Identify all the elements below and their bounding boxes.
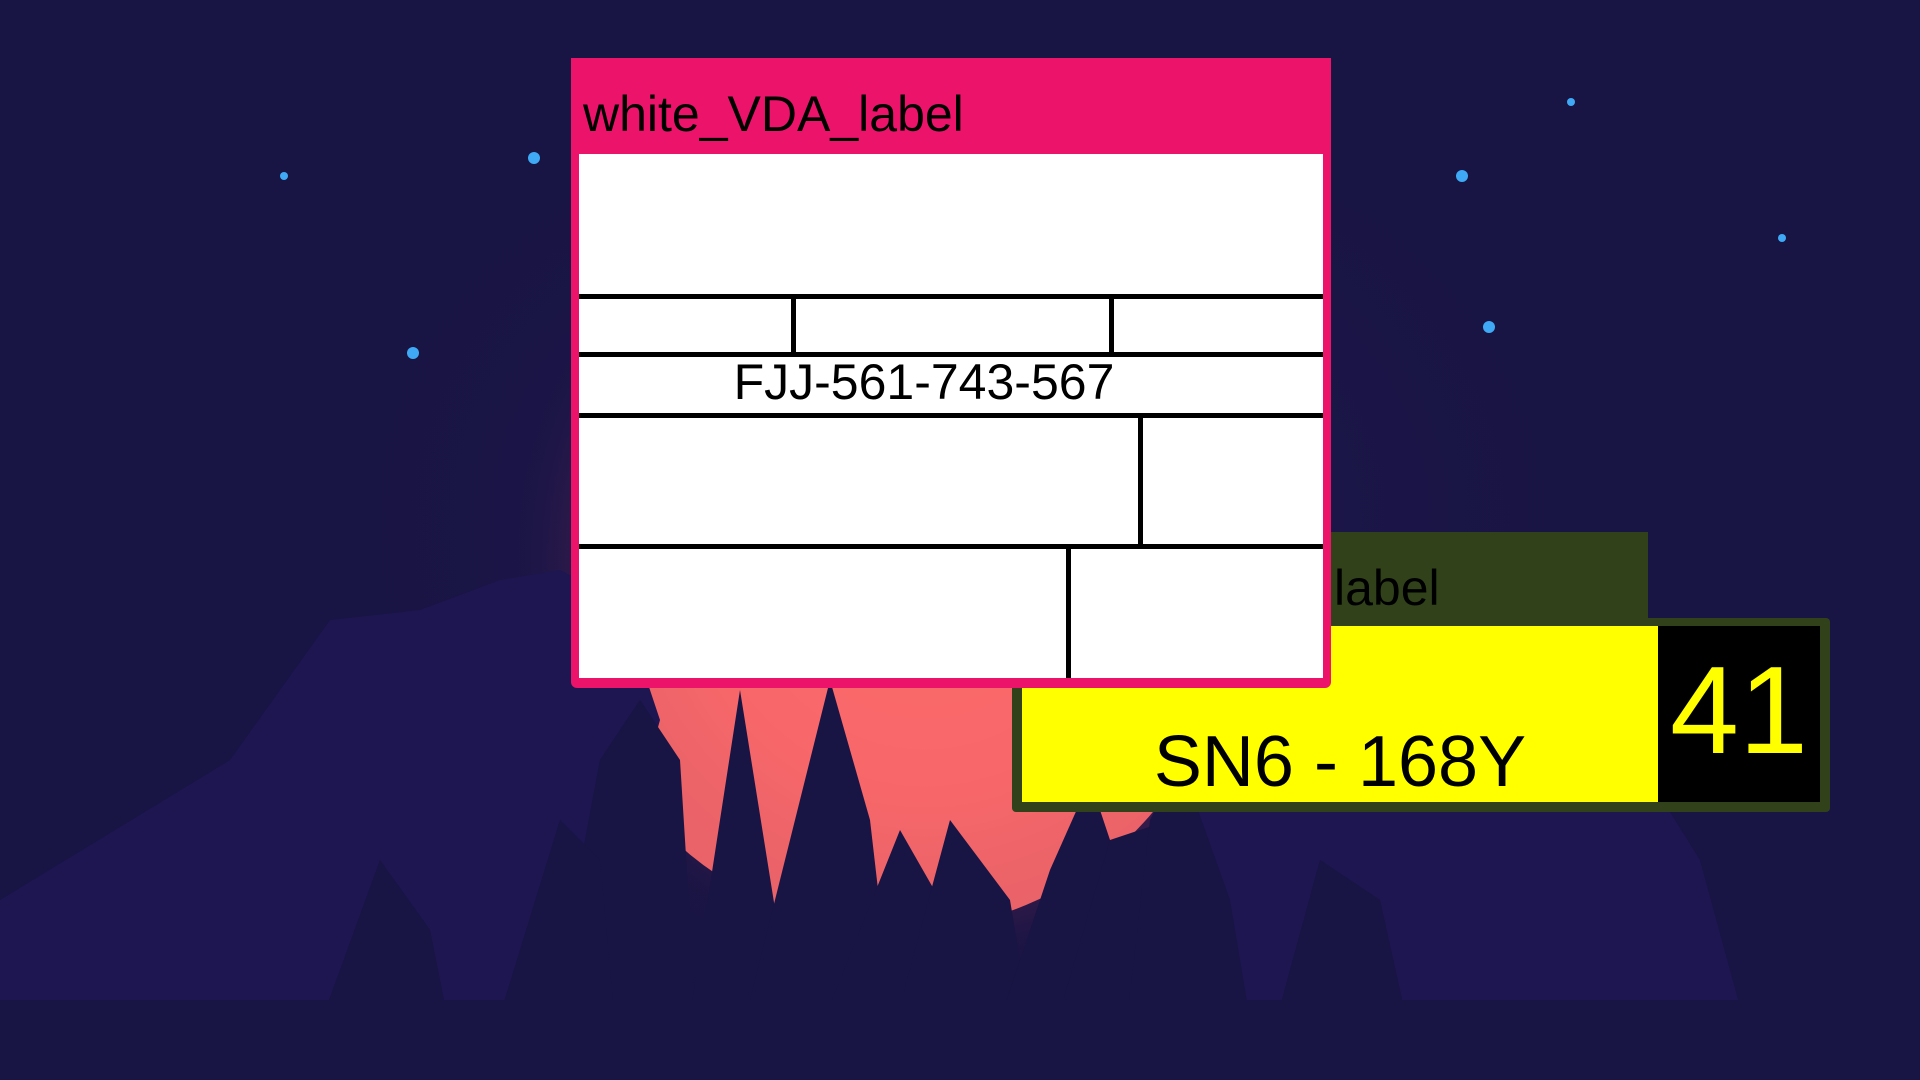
plate-number: 41 — [1670, 642, 1808, 780]
vda-window-title: white_VDA_label — [583, 86, 964, 142]
plate-window-title: label — [1334, 560, 1440, 616]
vda-divider — [579, 544, 1323, 549]
stars — [280, 98, 1786, 359]
vda-divider — [579, 294, 1323, 299]
vda-divider — [579, 413, 1323, 418]
vda-label-window[interactable]: white_VDA_label FJJ-561-743-567 — [571, 58, 1331, 688]
vda-code: FJJ-561-743-567 — [733, 354, 1115, 410]
plate-number-panel: 41 — [1658, 626, 1820, 802]
vda-divider — [791, 294, 796, 357]
plate-text: SN6 - 168Y — [1153, 722, 1527, 802]
vda-divider — [1138, 413, 1143, 549]
vda-label-card: FJJ-561-743-567 — [579, 154, 1323, 678]
vda-divider — [579, 352, 1323, 357]
vda-window-titlebar[interactable]: white_VDA_label — [571, 58, 1331, 146]
vda-divider — [1109, 294, 1114, 357]
vda-divider — [1066, 544, 1071, 678]
